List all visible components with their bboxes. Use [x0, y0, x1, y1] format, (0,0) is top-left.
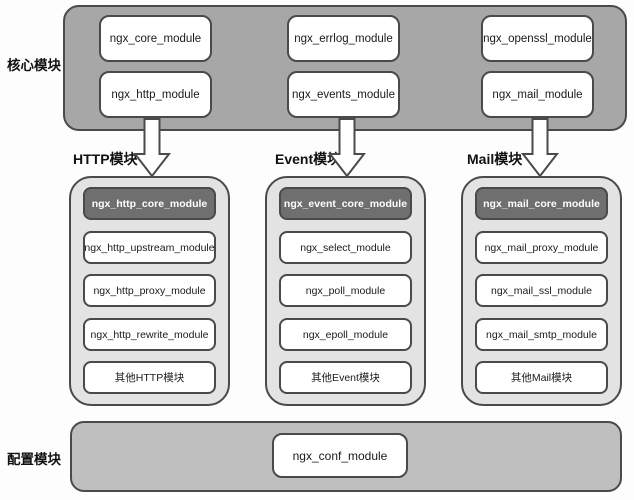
module-box-ngx-errlog-module: ngx_errlog_module [287, 15, 400, 62]
down-arrow-icon [132, 118, 172, 178]
module-box-ngx-mail-module: ngx_mail_module [481, 71, 594, 118]
module-box-ngx-core-module: ngx_core_module [99, 15, 212, 62]
module-box-ngx-events-module: ngx_events_module [287, 71, 400, 118]
module-box-ngx-mail-ssl-module: ngx_mail_ssl_module [475, 274, 608, 307]
down-arrow-icon [327, 118, 367, 178]
core-modules-label: 核心模块 [7, 58, 61, 73]
module-box-ngx-mail-smtp-module: ngx_mail_smtp_module [475, 318, 608, 351]
down-arrow-icon [520, 118, 560, 178]
module-box-ngx-http-module: ngx_http_module [99, 71, 212, 118]
module-box-ngx-mail-core-module: ngx_mail_core_module [475, 187, 608, 220]
mail-group-label: Mail模块 [467, 151, 523, 167]
event-group-label: Event模块 [275, 151, 342, 167]
module-box-ngx-epoll-module: ngx_epoll_module [279, 318, 412, 351]
module-box-ngx-conf-module: ngx_conf_module [272, 433, 408, 478]
module-box-other-mail-modules: 其他Mail模块 [475, 361, 608, 394]
module-box-ngx-openssl-module: ngx_openssl_module [481, 15, 594, 62]
event-modules-container: ngx_event_core_module ngx_select_module … [265, 176, 426, 406]
http-group-label: HTTP模块 [73, 151, 138, 167]
mail-modules-container: ngx_mail_core_module ngx_mail_proxy_modu… [461, 176, 622, 406]
module-box-ngx-http-rewrite-module: ngx_http_rewrite_module [83, 318, 216, 351]
module-box-ngx-http-core-module: ngx_http_core_module [83, 187, 216, 220]
module-box-ngx-mail-proxy-module: ngx_mail_proxy_module [475, 231, 608, 264]
config-modules-container [70, 421, 622, 492]
module-box-ngx-http-proxy-module: ngx_http_proxy_module [83, 274, 216, 307]
module-box-ngx-poll-module: ngx_poll_module [279, 274, 412, 307]
module-box-other-http-modules: 其他HTTP模块 [83, 361, 216, 394]
http-modules-container: ngx_http_core_module ngx_http_upstream_m… [69, 176, 230, 406]
config-modules-label: 配置模块 [7, 452, 61, 467]
module-box-ngx-event-core-module: ngx_event_core_module [279, 187, 412, 220]
module-box-ngx-http-upstream-module: ngx_http_upstream_module [83, 231, 216, 264]
module-box-ngx-select-module: ngx_select_module [279, 231, 412, 264]
module-box-other-event-modules: 其他Event模块 [279, 361, 412, 394]
